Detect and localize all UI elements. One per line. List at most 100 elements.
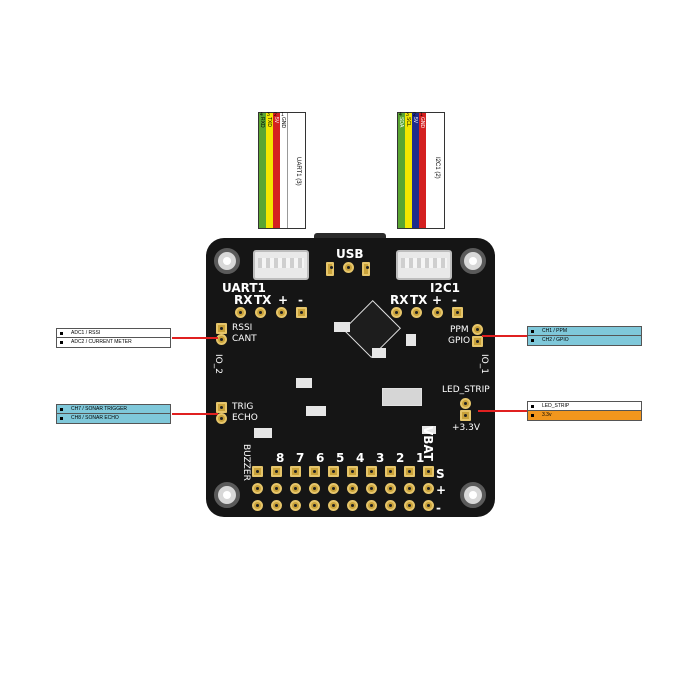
i2c-pin-plus: + (432, 293, 443, 307)
rssi-silk: RSSI (232, 323, 253, 333)
channel-pad (404, 483, 415, 494)
gpio-silk: GPIO (448, 336, 471, 346)
leader-line-led (478, 410, 527, 412)
uart-pin-minus: - (298, 293, 303, 307)
channel-pad (404, 500, 415, 511)
channel-pad (366, 500, 377, 511)
channel-pad (328, 466, 339, 477)
uart1-connector (253, 250, 309, 280)
channel-pad (252, 466, 263, 477)
buzzer-silk: BUZZER (241, 444, 251, 481)
led-strip-pad (460, 398, 471, 409)
channel-pad (366, 466, 377, 477)
channel-pad (309, 466, 320, 477)
smd-a (334, 322, 350, 332)
flight-controller-board: USB UART1 I2C1 RX TX + - RX TX + - RSSI … (206, 238, 495, 517)
i2c1-wire-label-4: GND (419, 117, 425, 129)
uart1-wire-4 (280, 113, 288, 228)
uart1-wire-3 (273, 113, 280, 228)
label-adc2-current-meter: ADC2 / CURRENT METER (57, 338, 170, 347)
i2c1-wire-num-1: 4 (399, 112, 402, 118)
rssi-pad (216, 323, 227, 334)
channel-label-2: 2 (396, 451, 405, 465)
channel-pad (423, 466, 434, 477)
channel-pad (290, 500, 301, 511)
right-label-box-led: LED_STRIP 3.3v (527, 401, 642, 421)
v33-silk: +3.3V (452, 423, 481, 433)
channel-pad (271, 500, 282, 511)
mount-hole-bottom-left (214, 482, 240, 508)
i2c1-wire-num-2: 3 (406, 112, 409, 118)
minus-row-silk: - (436, 501, 441, 515)
channel-pad (347, 466, 358, 477)
ppm-pad (472, 324, 483, 335)
i2c1-wire-label-2: SCL (405, 117, 411, 127)
i2c-pad-tx (411, 307, 422, 318)
label-ch2-gpio: CH2 / GPIO (528, 336, 641, 345)
mount-hole-bottom-right (460, 482, 486, 508)
i2c1-connector (396, 250, 452, 280)
uart1-wire-num-2: 3 (267, 112, 270, 118)
i2c1-strip-title: I2C1 (2) (434, 157, 440, 179)
i2c1-wire-1 (398, 113, 405, 228)
channel-label-6: 6 (316, 451, 325, 465)
uart-pad-minus (296, 307, 307, 318)
i2c-pad-minus (452, 307, 463, 318)
channel-label-1: 1 (416, 451, 425, 465)
trig-silk: TRIG (232, 402, 254, 412)
channel-pad (347, 483, 358, 494)
i2c1-wire-num-3: 2 (413, 112, 416, 118)
smd-d (372, 348, 386, 358)
crystal (382, 388, 422, 406)
i2c1-wire-label-3: 5V (412, 117, 418, 124)
uart-pin-tx: TX (254, 293, 272, 307)
channel-pad (385, 500, 396, 511)
uart1-wire-num-4: 1 (281, 112, 284, 118)
i2c-pin-tx: TX (410, 293, 428, 307)
i2c-pad-rx (391, 307, 402, 318)
uart1-wire-label-1: RXD (259, 117, 265, 128)
uart-pin-rx: RX (234, 293, 253, 307)
cant-pad (216, 334, 227, 345)
echo-pad (216, 413, 227, 424)
channel-pad (423, 483, 434, 494)
smd-b (296, 378, 312, 388)
led-strip-silk: LED_STRIP (442, 385, 490, 395)
smd-c (306, 406, 326, 416)
channel-pad (271, 466, 282, 477)
uart-pad-tx (255, 307, 266, 318)
v33-pad (460, 410, 471, 421)
right-label-box-ppm: CH1 / PPM CH2 / GPIO (527, 326, 642, 346)
i2c-pin-rx: RX (390, 293, 409, 307)
uart-pin-plus: + (278, 293, 289, 307)
i2c-pin-minus: - (452, 293, 457, 307)
channel-pad (347, 500, 358, 511)
left-label-box-sonar: CH7 / SONAR TRIGGER CH8 / SONAR ECHO (56, 404, 171, 424)
channel-pad (385, 483, 396, 494)
channel-pad (404, 466, 415, 477)
uart1-wire-2 (266, 113, 273, 228)
channel-label-7: 7 (296, 451, 305, 465)
i2c1-wire-3 (412, 113, 419, 228)
channel-pad (328, 500, 339, 511)
channel-label-5: 5 (336, 451, 345, 465)
uart-pad-rx (235, 307, 246, 318)
echo-silk: ECHO (232, 413, 258, 423)
channel-pad (328, 483, 339, 494)
channel-label-4: 4 (356, 451, 365, 465)
i2c1-wire-2 (405, 113, 412, 228)
usb-pad-2 (343, 262, 354, 273)
label-3v3: 3.3v (528, 411, 641, 420)
channel-pad (271, 483, 282, 494)
leader-line-sonar (172, 413, 218, 415)
i2c1-wire-strip: 4 3 2 1 SDA SCL 5V GND I2C1 (2) (397, 112, 445, 229)
smd-f (422, 426, 436, 434)
io2-silk: IO_2 (213, 354, 223, 374)
io1-silk: IO_1 (479, 354, 489, 374)
channel-pad (366, 483, 377, 494)
uart1-wire-num-1: 4 (260, 112, 263, 118)
channel-pad (252, 500, 263, 511)
i2c1-wire-4 (419, 113, 426, 228)
channel-label-3: 3 (376, 451, 385, 465)
i2c1-wire-label-1: SDA (398, 117, 404, 128)
